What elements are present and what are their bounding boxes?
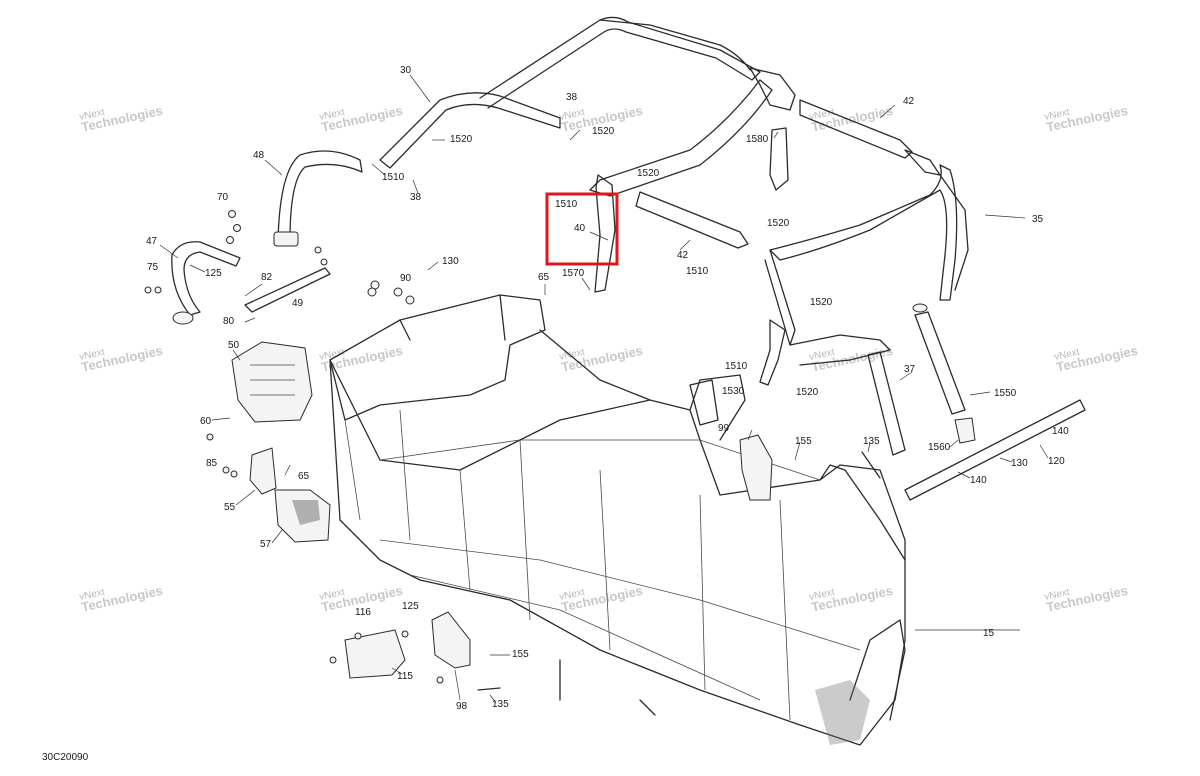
watermark: Technologies [560,343,644,375]
callout-130: 130 [442,256,459,267]
callout-47: 47 [146,236,158,247]
watermark: Technologies [80,583,164,615]
callout-82: 82 [261,272,273,283]
callout-135: 135 [492,699,509,710]
right-parts [689,303,1086,501]
callout-140: 140 [1052,426,1069,437]
callout-85: 85 [206,458,218,469]
callout-140: 140 [970,475,987,486]
callout-1520: 1520 [637,168,660,179]
main-chassis [329,294,906,746]
roll-cage [379,16,969,386]
callout-1580: 1580 [746,134,769,145]
callout-1510: 1510 [382,172,405,183]
watermark: vNext [808,587,836,603]
callout-116: 116 [355,607,371,618]
callout-49: 49 [292,298,304,309]
callout-120: 120 [1048,456,1065,467]
callout-155: 155 [512,649,529,660]
callout-38: 38 [410,192,422,203]
watermarks: vNext Technologies vNext Technologies vN… [78,103,1139,615]
watermark: vNext [318,347,346,363]
watermark: vNext [1053,347,1081,363]
callout-99: 99 [718,423,730,434]
watermark: Technologies [1045,583,1129,615]
callout-1520: 1520 [450,134,473,145]
callout-125: 125 [402,601,419,612]
callout-65: 65 [298,471,310,482]
watermark: vNext [1043,587,1071,603]
callout-1570: 1570 [562,268,585,279]
callout-1520: 1520 [810,297,833,308]
callout-155: 155 [795,436,812,447]
watermark: Technologies [1045,103,1129,135]
watermark: Technologies [80,103,164,135]
callout-70: 70 [217,192,229,203]
callout-80: 80 [223,316,235,327]
watermark: vNext [558,587,586,603]
left-parts [144,150,415,543]
callout-1510: 1510 [725,361,748,372]
callout-1550: 1550 [994,388,1017,399]
callout-1520: 1520 [767,218,790,229]
callout-1530: 1530 [722,386,745,397]
callout-75: 75 [147,262,159,273]
callout-42: 42 [903,96,915,107]
watermark: Technologies [1055,343,1139,375]
callout-30: 30 [400,65,412,76]
watermark: Technologies [320,103,404,135]
watermark: vNext [808,347,836,363]
callout-48: 48 [253,150,265,161]
callout-135: 135 [863,436,880,447]
watermark: Technologies [560,583,644,615]
watermark: vNext [78,107,106,123]
callout-40: 40 [574,223,586,234]
callout-1510: 1510 [686,266,709,277]
watermark: vNext [318,587,346,603]
callout-1560: 1560 [928,442,951,453]
watermark: Technologies [80,343,164,375]
watermark: vNext [558,107,586,123]
diagram-reference-code: 30C20090 [42,752,89,763]
watermark: vNext [318,107,346,123]
callout-60: 60 [200,416,212,427]
watermark: vNext [78,347,106,363]
watermark: Technologies [810,583,894,615]
watermark: vNext [1043,107,1071,123]
callout-35: 35 [1032,214,1044,225]
callout-65: 65 [538,272,550,283]
callout-130: 130 [1011,458,1028,469]
watermark: vNext [808,107,836,123]
callout-90: 90 [400,273,412,284]
leader-lines [159,74,1049,704]
part-callouts: 30 38 1520 1520 1510 38 48 70 47 75 125 … [146,65,1069,712]
watermark: vNext [78,587,106,603]
callout-115: 115 [397,671,413,682]
callout-57: 57 [260,539,272,550]
callout-37: 37 [904,364,916,375]
callout-1510: 1510 [555,199,578,210]
callout-55: 55 [224,502,236,513]
callout-15: 15 [983,628,995,639]
watermark: Technologies [810,103,894,135]
callout-38: 38 [566,92,578,103]
callout-42: 42 [677,250,689,261]
callout-125: 125 [205,268,222,279]
callout-1520: 1520 [592,126,615,137]
callout-50: 50 [228,340,240,351]
callout-98: 98 [456,701,468,712]
lower-left-parts [329,611,501,691]
callout-1520: 1520 [796,387,819,398]
part-40-highlight-box [545,192,619,266]
